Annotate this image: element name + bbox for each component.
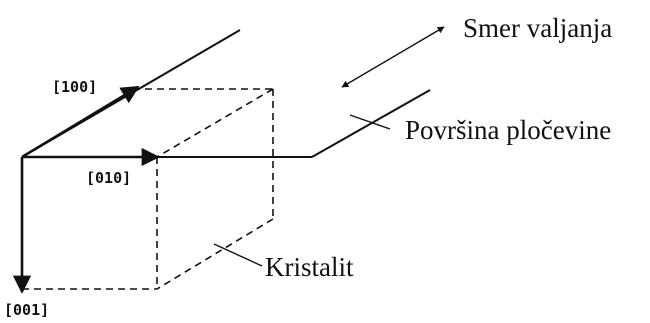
label-rolling-direction: Smer valjanja <box>463 13 612 43</box>
label-sheet-surface: Površina pločevine <box>405 115 611 145</box>
sheet-surface-leader <box>349 114 391 130</box>
cube-bottom-right-edge <box>156 218 274 290</box>
label-direction-010: [010] <box>86 169 131 187</box>
crystallite-leader <box>213 243 263 267</box>
cube-top-right-edge <box>156 88 274 158</box>
rolling-direction-arrow <box>341 26 445 88</box>
direction-vectors <box>12 85 160 294</box>
label-crystallite: Kristalit <box>265 252 354 282</box>
label-direction-001: [001] <box>4 301 49 319</box>
sheet-right-edge <box>311 89 431 158</box>
vector-100-arrow <box>21 85 140 159</box>
crystallite-cube <box>22 88 274 290</box>
label-direction-100: [100] <box>52 78 97 96</box>
